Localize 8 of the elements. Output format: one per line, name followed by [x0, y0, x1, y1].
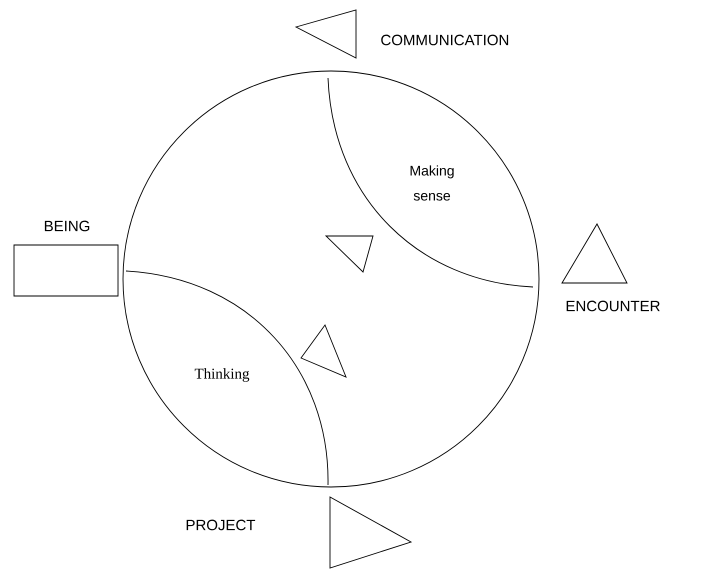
square: BEING	[14, 220, 118, 296]
circle	[122, 70, 540, 488]
region-label: Making sense	[410, 165, 454, 201]
region-label: Thinking	[194, 368, 250, 382]
node-label: COMMUNICATION	[381, 34, 508, 46]
node-label: BEING	[44, 220, 90, 232]
node-label: PROJECT	[186, 520, 256, 530]
node-label: ENCOUNTER	[566, 300, 660, 312]
